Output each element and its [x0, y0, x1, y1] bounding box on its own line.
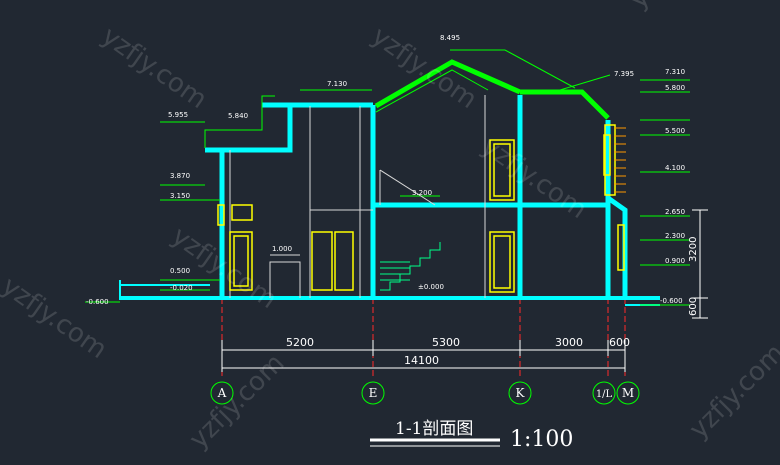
elev-5955: 5.955: [168, 111, 188, 119]
drawing-scale: 1:100: [510, 427, 573, 452]
dimension-lines: [221, 209, 708, 372]
elev-2650: 2.650: [665, 208, 685, 216]
axis-label-1l: 1/L: [596, 389, 613, 400]
dim-v-600: 600: [688, 297, 699, 316]
dim-total: 14100: [404, 354, 439, 367]
dim-5300: 5300: [432, 336, 460, 349]
doors-windows: [217, 124, 625, 293]
axis-label-k: K: [516, 386, 526, 400]
elev-r-m0600: -0.600: [660, 297, 683, 305]
elev-ridge: 8.495: [440, 34, 460, 42]
elev-m0020: -0.020: [170, 284, 193, 292]
watermark-text: yzfjy.com: [184, 348, 291, 455]
elev-0900: 0.900: [665, 257, 685, 265]
dim-3000: 3000: [555, 336, 583, 349]
title-underline: [370, 438, 500, 447]
elev-floor-zero: ±0.000: [418, 283, 444, 291]
watermark-text: yzfjy.com: [684, 338, 780, 445]
elev-2300: 2.300: [665, 232, 685, 240]
elev-3200: 3.200: [412, 189, 432, 197]
elev-right-b: 7.310: [665, 68, 685, 76]
axis-bubbles: [210, 381, 640, 405]
dim-600: 600: [609, 336, 630, 349]
roof: [85, 49, 690, 306]
elev-3870: 3.870: [170, 172, 190, 180]
stair: [380, 242, 441, 291]
watermarks: yzfjy.com yzfjy.com yzfjy.com yzfjy.com …: [0, 0, 780, 455]
elev-5840: 5.840: [228, 112, 248, 120]
watermark-text: yzfjy.com: [96, 21, 212, 115]
watermark-text: yzfjy.com: [624, 0, 731, 15]
dim-5200: 5200: [286, 336, 314, 349]
hatch: [614, 127, 626, 193]
elev-3150: 3.150: [170, 192, 190, 200]
elev-5800: 5.800: [665, 84, 685, 92]
elev-0500: 0.500: [170, 267, 190, 275]
elev-1000: 1.000: [272, 245, 292, 253]
elevation-labels: 8.495 7.130 7.395 7.310 5.955 5.840 3.87…: [86, 34, 685, 306]
axis-label-e: E: [369, 386, 378, 400]
elev-5500: 5.500: [665, 127, 685, 135]
axis-label-m: M: [622, 386, 634, 400]
elev-4100: 4.100: [665, 164, 685, 172]
watermark-text: yzfjy.com: [0, 271, 112, 365]
axis-labels: A E K 1/L M: [217, 386, 634, 400]
elev-m0600: -0.600: [86, 298, 109, 306]
dim-v-3200: 3200: [688, 237, 699, 262]
elev-right-a: 7.395: [614, 70, 634, 78]
interior-lines: [229, 95, 486, 298]
drawing-title: 1-1剖面图: [395, 419, 473, 439]
drawing-title-group: 1-1剖面图 1:100: [395, 419, 573, 452]
walls: [205, 95, 628, 298]
dimension-labels: 5200 5300 3000 600 14100 3200 600: [286, 237, 699, 367]
elev-roof-left: 7.130: [327, 80, 347, 88]
axis-label-a: A: [217, 386, 227, 400]
